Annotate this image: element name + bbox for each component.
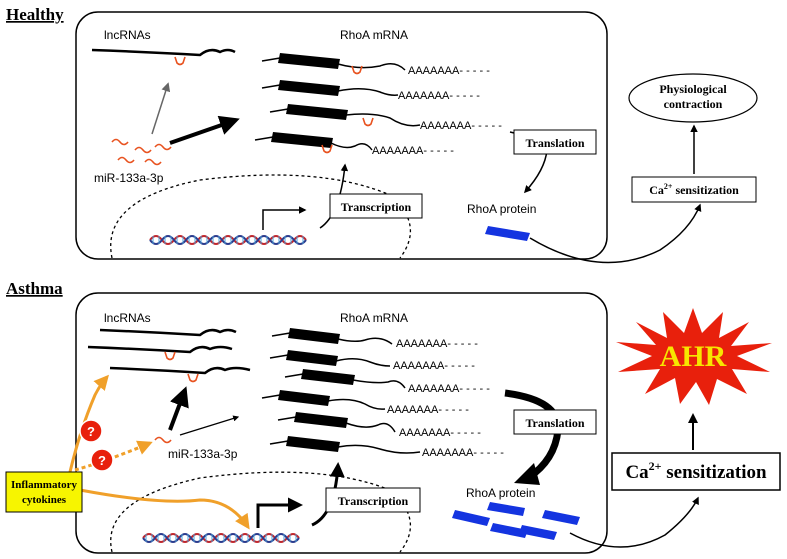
- healthy-mirna-label: miR-133a-3p: [94, 171, 164, 185]
- healthy-mirna-to-lncrna-arrow: [151, 82, 171, 135]
- asthma-polya-6: AAAAAAA- - - - -: [422, 447, 504, 459]
- healthy-transcription-box: [329, 193, 423, 219]
- question-marker-2-label: ?: [98, 453, 106, 468]
- asthma-free-mirna: [154, 436, 172, 444]
- healthy-mrna-4: [254, 132, 373, 154]
- healthy-lncrna-bound-mirna: [174, 56, 186, 66]
- asthma-panel: Asthma lncRNAs RhoA mRNA AAAAAAA- - - - …: [5, 279, 781, 554]
- healthy-mirna-to-mrna-arrow: [169, 115, 240, 145]
- asthma-mrna-6: [269, 436, 421, 454]
- asthma-polya-5: AAAAAAA- - - - -: [399, 427, 481, 439]
- asthma-cell-boundary: [75, 292, 608, 554]
- asthma-lncrna-strand-3: [109, 366, 251, 375]
- healthy-rhoa-protein: [485, 226, 530, 241]
- asthma-mrna-1: [271, 328, 393, 345]
- question-marker-1: [79, 419, 103, 443]
- asthma-lncrnas-label: lncRNAs: [104, 311, 151, 325]
- asthma-rhoa-protein-label: RhoA protein: [466, 486, 535, 500]
- asthma-translation-arrow: [504, 389, 562, 481]
- healthy-lncrna-strand: [91, 48, 236, 57]
- asthma-polya-4: AAAAAAA- - - - -: [387, 404, 469, 416]
- cytokine-to-lncrna-arrow: [68, 374, 109, 473]
- healthy-mrna-3: [269, 104, 421, 127]
- healthy-mrna-1: [261, 53, 406, 75]
- healthy-promoter-arrow: [262, 206, 307, 230]
- healthy-transcription-label: Transcription: [341, 200, 412, 214]
- asthma-mrna-5: [277, 412, 396, 433]
- healthy-mirna-cluster: [111, 138, 172, 166]
- asthma-mirna-to-mrna-arrow: [179, 415, 240, 436]
- asthma-rhoa-proteins: [452, 502, 580, 540]
- asthma-lncrna-bound-mirna-2: [187, 373, 199, 383]
- asthma-lncrna-strand-2: [87, 345, 233, 354]
- healthy-polya-2: AAAAAAA- - - - -: [398, 90, 480, 102]
- asthma-transcription-label: Transcription: [338, 494, 409, 508]
- healthy-polya-3: AAAAAAA- - - - -: [420, 120, 502, 132]
- asthma-lncrna-strand-1: [99, 328, 237, 337]
- cytokines-line1: Inflammatory: [11, 479, 77, 491]
- asthma-rhoa-mrna-label: RhoA mRNA: [340, 311, 408, 325]
- healthy-cell-boundary: [75, 11, 608, 260]
- healthy-ca-label: Ca2+ sensitization: [649, 182, 739, 197]
- asthma-polya-1: AAAAAAA- - - - -: [396, 338, 478, 350]
- asthma-mirna-to-lncrna-arrow: [168, 386, 189, 431]
- healthy-outcome-ellipse: [628, 73, 758, 123]
- asthma-lncrna-bound-mirna-1: [164, 351, 176, 361]
- asthma-mrna-2: [269, 350, 391, 367]
- asthma-protein-to-ca-arrow: [569, 496, 699, 548]
- asthma-translation-arrowhead: [514, 463, 540, 485]
- question-marker-1-label: ?: [87, 424, 95, 439]
- asthma-translation-label: Translation: [525, 416, 584, 430]
- healthy-rhoa-mrna-label: RhoA mRNA: [340, 28, 408, 42]
- cytokine-to-dna-arrow: [79, 488, 250, 530]
- healthy-polya-1: AAAAAAA- - - - -: [408, 65, 490, 77]
- asthma-transcription-box: [325, 487, 421, 513]
- healthy-polya-4: AAAAAAA- - - - -: [372, 145, 454, 157]
- healthy-translation-label: Translation: [525, 136, 584, 150]
- asthma-ca-box: [611, 452, 781, 491]
- healthy-title: Healthy: [6, 5, 64, 24]
- asthma-mrna-3: [284, 369, 406, 389]
- healthy-panel: Healthy lncRNAs RhoA mRNA AAAAAAA- - - -…: [6, 5, 758, 264]
- asthma-ca-label: Ca2+ sensitization: [625, 459, 767, 483]
- healthy-protein-to-ca-arrow: [529, 203, 702, 264]
- healthy-outcome-line2: contraction: [664, 97, 723, 111]
- healthy-rhoa-protein-label: RhoA protein: [467, 202, 536, 216]
- asthma-title: Asthma: [6, 279, 63, 298]
- healthy-nucleus-boundary: [110, 174, 412, 259]
- healthy-outcome-line1: Physiological: [659, 82, 727, 96]
- asthma-mirna-label: miR-133a-3p: [168, 447, 238, 461]
- cytokines-line2: cytokines: [22, 494, 67, 506]
- question-marker-2: [90, 448, 114, 472]
- asthma-polya-3: AAAAAAA- - - - -: [408, 383, 490, 395]
- healthy-translation-box: [513, 129, 597, 155]
- healthy-dna-helix: [149, 235, 307, 245]
- healthy-ca-box: [631, 176, 757, 203]
- cytokines-box: [5, 471, 83, 513]
- healthy-lncrnas-label: lncRNAs: [104, 28, 151, 42]
- asthma-translation-box: [513, 409, 597, 435]
- asthma-dna-helix: [142, 533, 300, 543]
- ahr-starburst: [616, 308, 772, 405]
- healthy-mrna-2: [261, 80, 399, 96]
- asthma-mrna-4: [261, 390, 386, 410]
- asthma-promoter-arrow: [256, 497, 303, 528]
- asthma-polya-2: AAAAAAA- - - - -: [393, 360, 475, 372]
- ahr-label: AHR: [660, 340, 727, 373]
